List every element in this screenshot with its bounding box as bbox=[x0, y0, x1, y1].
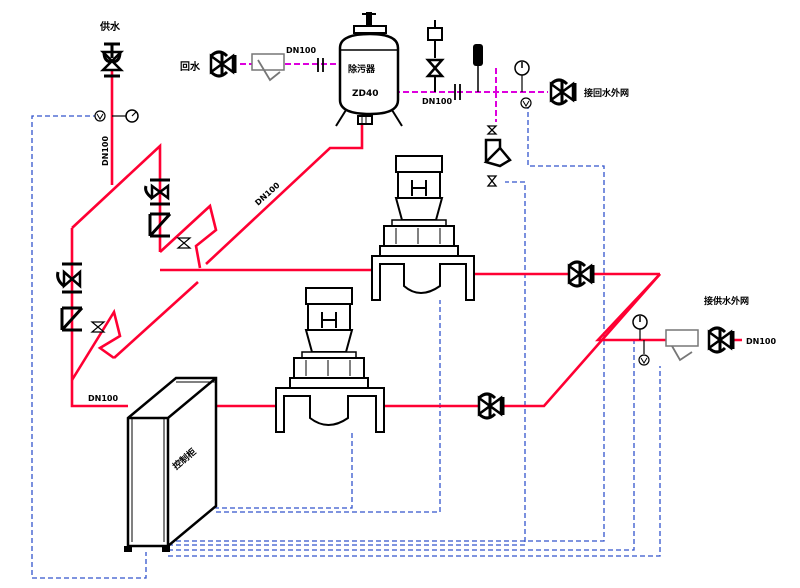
y-strainer-icon[interactable] bbox=[665, 329, 699, 362]
check-valve-icon[interactable] bbox=[60, 306, 84, 332]
supply-outlet-label: 接供水外网 bbox=[704, 295, 749, 307]
y-strainer-icon[interactable] bbox=[251, 53, 285, 82]
return-outlet-label: 接回水外网 bbox=[584, 87, 629, 99]
dn100-return-label: DN100 bbox=[286, 46, 316, 55]
vertical-pump-icon[interactable] bbox=[371, 155, 475, 301]
dn100-bottom-left-label: DN100 bbox=[88, 394, 118, 403]
gate-valve-icon[interactable] bbox=[707, 326, 735, 354]
butterfly-valve-icon[interactable] bbox=[90, 321, 106, 333]
solenoid-valve-icon[interactable] bbox=[425, 20, 445, 92]
thermometer-icon bbox=[638, 340, 650, 366]
flange-icon bbox=[317, 58, 324, 72]
filter-name-label: 除污器 bbox=[348, 63, 376, 75]
gate-valve-icon[interactable] bbox=[549, 78, 577, 106]
red-pipes bbox=[70, 62, 742, 408]
thermometer-icon bbox=[520, 97, 532, 109]
gate-valve-icon[interactable] bbox=[56, 262, 82, 294]
check-valve-icon[interactable] bbox=[483, 122, 512, 190]
pressure-gauge-icon bbox=[632, 314, 648, 340]
gate-valve-icon[interactable] bbox=[209, 50, 237, 78]
gate-valve-icon[interactable] bbox=[144, 178, 170, 206]
dn100-supply-label: DN100 bbox=[101, 136, 110, 166]
flange-icon bbox=[454, 84, 461, 100]
dn100-diagonal-label: DN100 bbox=[253, 180, 282, 207]
dn100-tank-label: DN100 bbox=[422, 97, 452, 106]
check-valve-icon[interactable] bbox=[148, 212, 172, 238]
expansion-tank-icon bbox=[473, 44, 483, 92]
butterfly-valve-icon[interactable] bbox=[477, 392, 505, 420]
dn100-outlet-label: DN100 bbox=[746, 337, 776, 346]
control-cabinet-icon[interactable] bbox=[124, 376, 218, 552]
tank-icon bbox=[335, 12, 403, 127]
return-water-label: 回水 bbox=[180, 60, 201, 73]
filter-model-label: ZD40 bbox=[352, 89, 379, 99]
pressure-gauge-icon bbox=[112, 109, 139, 123]
gate-valve-icon[interactable] bbox=[99, 42, 125, 78]
vertical-pump-icon[interactable] bbox=[275, 287, 385, 433]
butterfly-valve-icon[interactable] bbox=[567, 260, 595, 288]
thermometer-icon bbox=[94, 110, 106, 122]
supply-water-label: 供水 bbox=[99, 20, 121, 33]
butterfly-valve-icon[interactable] bbox=[176, 237, 192, 249]
pressure-gauge-icon bbox=[514, 60, 530, 92]
